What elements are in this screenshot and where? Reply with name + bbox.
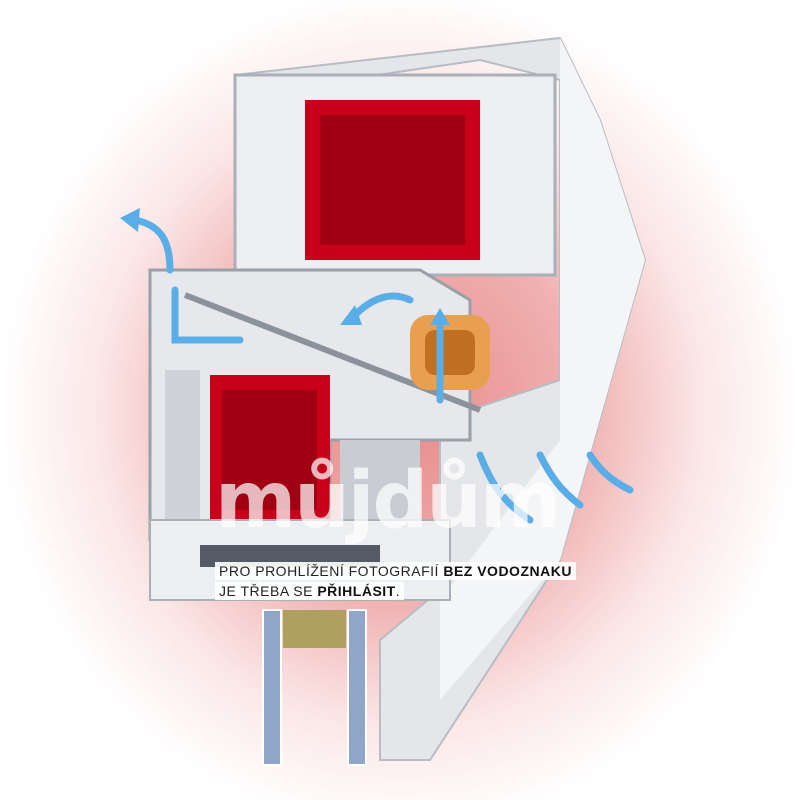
arrow-icon — [131, 216, 174, 274]
notice-text: JE TŘEBA SE — [219, 583, 318, 599]
arrow-icon — [351, 292, 414, 319]
airflow-arrows — [131, 216, 634, 524]
notice-text: PRO PROHLÍŽENÍ FOTOGRAFIÍ — [219, 563, 444, 579]
watermark-notice-line1: PRO PROHLÍŽENÍ FOTOGRAFIÍ BEZ VODOZNAKU — [215, 562, 576, 580]
arrow-icon — [171, 286, 244, 344]
arrowhead-icon — [430, 308, 450, 325]
desiccant-spacer — [283, 610, 346, 648]
arrowhead-icon — [340, 305, 362, 325]
arrow-icon — [476, 451, 534, 524]
notice-suffix: . — [395, 583, 401, 599]
bottom-chamber — [200, 545, 380, 567]
login-link[interactable]: PŘIHLÁSIT — [317, 583, 396, 599]
glass-bead-bar — [183, 292, 482, 413]
chamber — [165, 370, 200, 520]
glass-pane-left — [262, 609, 282, 766]
arrowhead-icon — [120, 208, 140, 232]
arrow-icon — [586, 451, 634, 494]
watermark-logo: můjdům — [215, 456, 561, 546]
glass-pane-right — [347, 609, 367, 766]
watermark-notice-line2: JE TŘEBA SE PŘIHLÁSIT. — [215, 582, 405, 600]
arrow-icon — [536, 451, 584, 509]
notice-bold: BEZ VODOZNAKU — [443, 563, 572, 579]
frame-side-face — [440, 38, 645, 700]
